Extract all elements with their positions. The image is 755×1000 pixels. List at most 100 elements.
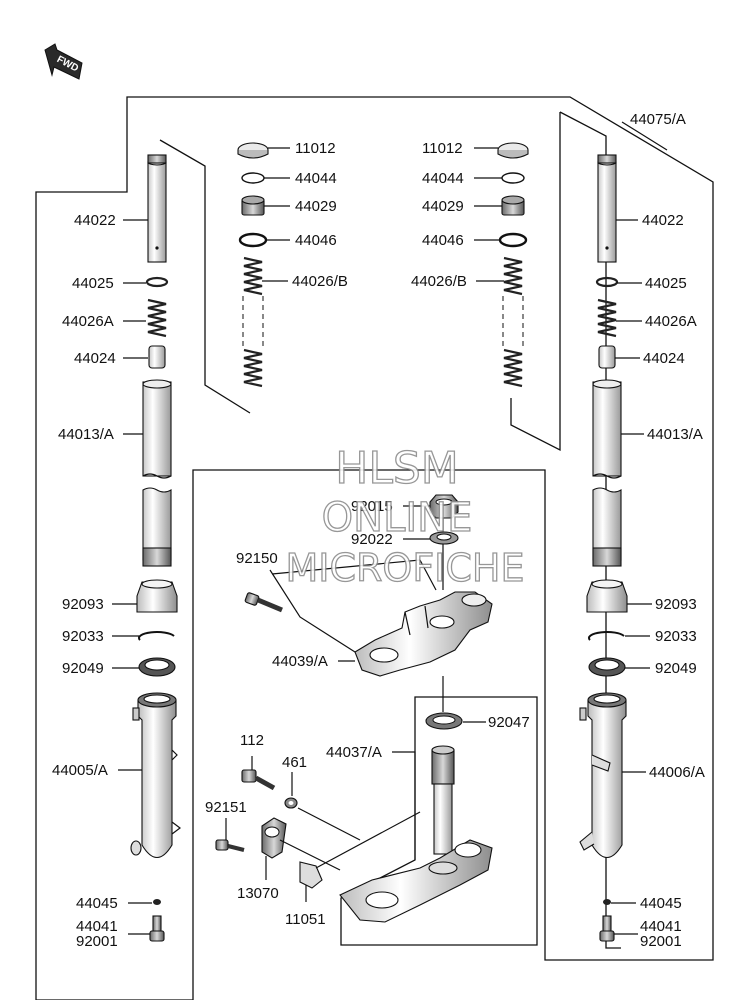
- label-92015[interactable]: 92015: [351, 498, 393, 515]
- label-44029-left[interactable]: 44029: [295, 198, 337, 215]
- left-washer-44025: [145, 276, 169, 288]
- label-11012-right[interactable]: 11012: [422, 140, 463, 157]
- right-cap-11012: [497, 142, 529, 159]
- label-11051[interactable]: 11051: [285, 911, 326, 928]
- label-44041-left[interactable]: 44041: [76, 918, 118, 935]
- label-44045-right[interactable]: 44045: [640, 895, 682, 912]
- label-92033-left[interactable]: 92033: [62, 628, 104, 645]
- left-spring-44026A: [146, 298, 168, 338]
- label-44041-right[interactable]: 44041: [640, 918, 682, 935]
- right-plug-44029: [501, 195, 525, 216]
- label-92047[interactable]: 92047: [488, 714, 530, 731]
- label-44026B-left[interactable]: 44026/B: [292, 273, 348, 290]
- right-inner-tube-44013A: [592, 379, 622, 567]
- bearing-92047: [425, 712, 463, 730]
- left-outer-tube-44005A: [130, 692, 181, 859]
- watermark-line-1: HLSM: [335, 443, 459, 494]
- right-circlip-44044: [501, 172, 525, 184]
- label-44029-right[interactable]: 44029: [422, 198, 464, 215]
- right-oil-seal-92049: [588, 657, 626, 677]
- stem-nut-92015: [429, 494, 459, 519]
- label-92150[interactable]: 92150: [236, 550, 278, 567]
- label-44025-right[interactable]: 44025: [645, 275, 687, 292]
- left-internals-bracket: [159, 139, 251, 414]
- right-gasket-44045: [603, 899, 611, 905]
- washer-461: [284, 797, 298, 809]
- label-44075A[interactable]: 44075/A: [630, 111, 686, 128]
- right-fork-tube-44022: [597, 154, 617, 263]
- watermark: HLSM ONLINE MICROFICHE: [285, 442, 525, 590]
- right-dust-seal-92093: [586, 579, 628, 613]
- right-circlip-92033: [587, 631, 625, 641]
- left-plug-44029: [241, 195, 265, 216]
- clamp-13070: [261, 817, 287, 859]
- right-drain-bolt-92001: [599, 915, 615, 942]
- left-drain-bolt-92001: [149, 915, 165, 942]
- bolt-92150: [244, 592, 283, 613]
- bracket-11051: [299, 861, 323, 889]
- label-44037A[interactable]: 44037/A: [326, 744, 382, 761]
- right-internals-bracket-2: [510, 112, 561, 452]
- right-washer-44025: [595, 276, 619, 288]
- label-92033-right[interactable]: 92033: [655, 628, 697, 645]
- label-44026A-left[interactable]: 44026A: [62, 313, 114, 330]
- label-44026A-right[interactable]: 44026A: [645, 313, 697, 330]
- upper-bracket-44039A: [354, 591, 493, 677]
- label-44046-right[interactable]: 44046: [422, 232, 464, 249]
- label-44005A[interactable]: 44005/A: [52, 762, 108, 779]
- label-92093-right[interactable]: 92093: [655, 596, 697, 613]
- part-labels: 44075/A 11012 44044 44029 44046 44026/B …: [52, 111, 705, 950]
- label-112[interactable]: 112: [240, 732, 264, 749]
- bolt-92151: [215, 839, 245, 852]
- label-92022[interactable]: 92022: [351, 531, 393, 548]
- watermark-line-2: ONLINE: [322, 495, 473, 541]
- label-92093-left[interactable]: 92093: [62, 596, 104, 613]
- label-461[interactable]: 461: [282, 754, 307, 771]
- left-circlip-44044: [241, 172, 265, 184]
- label-92151[interactable]: 92151: [205, 799, 247, 816]
- label-44013A-right[interactable]: 44013/A: [647, 426, 703, 443]
- watermark-line-3: MICROFICHE: [285, 546, 524, 590]
- label-44022-right[interactable]: 44022: [642, 212, 684, 229]
- left-inner-tube-44013A: [142, 379, 172, 567]
- label-92049-left[interactable]: 92049: [62, 660, 104, 677]
- label-44025-left[interactable]: 44025: [72, 275, 114, 292]
- right-spring-44026B: [502, 256, 524, 388]
- label-44044-right[interactable]: 44044: [422, 170, 464, 187]
- label-92049-right[interactable]: 92049: [655, 660, 697, 677]
- right-spring-44026A: [596, 298, 618, 338]
- left-spring-44026B: [242, 256, 264, 388]
- label-13070[interactable]: 13070: [237, 885, 279, 902]
- label-44013A-left[interactable]: 44013/A: [58, 426, 114, 443]
- label-44006A[interactable]: 44006/A: [649, 764, 705, 781]
- label-44024-right[interactable]: 44024: [643, 350, 685, 367]
- label-11012-left[interactable]: 11012: [295, 140, 336, 157]
- right-outer-tube-44006A: [579, 692, 627, 859]
- label-92001-right[interactable]: 92001: [640, 933, 682, 950]
- left-oring-44046: [238, 232, 268, 248]
- right-oring-44046: [498, 232, 528, 248]
- assembly-frame-outer: [35, 96, 714, 1000]
- label-44024-left[interactable]: 44024: [74, 350, 116, 367]
- left-dust-seal-92093: [136, 579, 178, 613]
- left-cap-11012: [237, 142, 269, 159]
- steering-stem-44037A: [339, 745, 493, 923]
- label-44039A[interactable]: 44039/A: [272, 653, 328, 670]
- label-44046-left[interactable]: 44046: [295, 232, 337, 249]
- leader-lines: [112, 121, 668, 935]
- left-circlip-92033: [137, 631, 175, 641]
- left-fork-tube-44022: [147, 154, 167, 263]
- bolt-112: [241, 769, 276, 791]
- label-44022-left[interactable]: 44022: [74, 212, 116, 229]
- left-oil-seal-92049: [138, 657, 176, 677]
- left-gasket-44045: [153, 899, 161, 905]
- fwd-arrow-icon: FWD: [44, 43, 83, 80]
- label-44026B-right[interactable]: 44026/B: [411, 273, 467, 290]
- label-92001-left[interactable]: 92001: [76, 933, 118, 950]
- left-spacer-44024: [148, 345, 166, 369]
- right-spacer-44024: [598, 345, 616, 369]
- label-44045-left[interactable]: 44045: [76, 895, 118, 912]
- label-44044-left[interactable]: 44044: [295, 170, 337, 187]
